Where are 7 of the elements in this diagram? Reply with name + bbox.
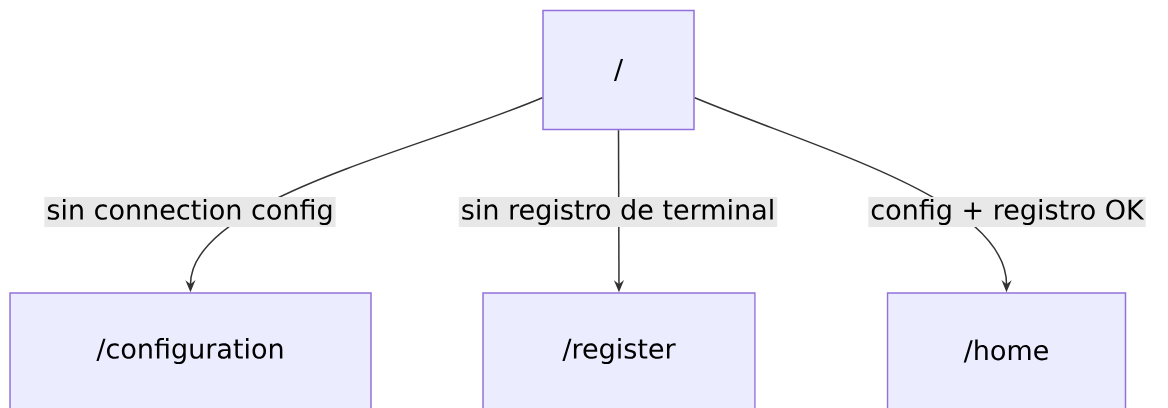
route-box: / bbox=[542, 9, 695, 131]
edge-label: sin connection config bbox=[44, 196, 336, 228]
edge-label: config + registro OK bbox=[868, 196, 1146, 228]
route-box: /configuration bbox=[9, 292, 372, 408]
route-box: /home bbox=[886, 292, 1127, 408]
edge-label: sin registro de terminal bbox=[458, 196, 778, 228]
route-box: /register bbox=[482, 292, 756, 408]
